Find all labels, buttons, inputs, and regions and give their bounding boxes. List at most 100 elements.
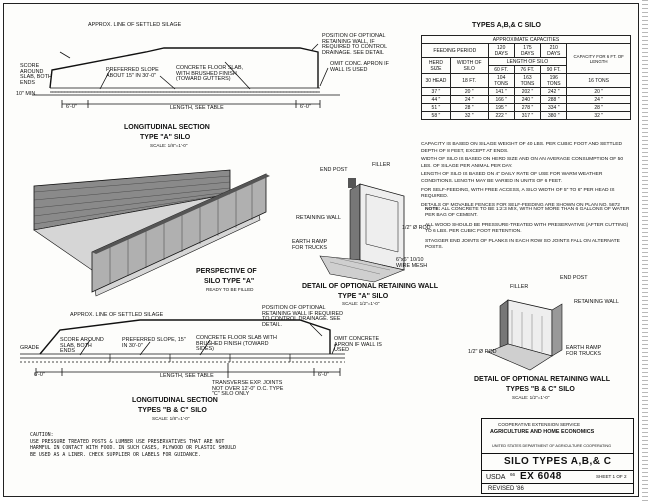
perspective-title: PERSPECTIVE OF (196, 268, 257, 275)
capacity-note: DETAILS OF MOVABLE FENCES FOR SELF-FEEDI… (421, 202, 621, 208)
capacity-sub-length-2: 76 FT. (513, 65, 542, 74)
section-bc-label-score: SCORE AROUND SLAB, BOTH ENDS (60, 337, 104, 355)
table-cell: 278 " (513, 103, 542, 112)
capacity-note: LENGTH OF SILO IS BASED ON 4" DAILY RATE… (421, 172, 603, 185)
capacity-sub-length-3: 90 FT. (540, 65, 568, 74)
general-notes-label: NOTE: (425, 207, 441, 212)
capacity-period-2: 175 DAYS (513, 43, 542, 58)
table-row: 51 " 28 " 195 " 278 " 334 " 28 " (421, 103, 631, 112)
perspective-subtitle: SILO TYPE "A" (204, 278, 255, 285)
detail-bc-label-filler: FILLER (510, 284, 529, 290)
table-cell: 141 " (487, 87, 515, 96)
section-bc-label-6ft-left: 6'-0" (34, 372, 45, 378)
title-block-revised: REVISED '86 (488, 486, 524, 492)
table-cell: 32 " (566, 111, 631, 120)
table-cell: 166 " (487, 95, 515, 104)
table-row: 37 " 20 " 141 " 202 " 242 " 20 " (421, 87, 631, 96)
table-cell: 30 HEAD (421, 73, 451, 88)
detail-bc-label-retaining: RETAINING WALL (574, 299, 619, 305)
table-cell: 20 " (566, 87, 631, 96)
caution-note: CAUTION: USE PRESSURE TREATED POSTS & LU… (30, 432, 240, 458)
detail-a-drawing (319, 178, 406, 283)
section-a-label-length: LENGTH, SEE TABLE (170, 105, 224, 111)
section-a-label-settled: APPROX. LINE OF SETTLED SILAGE (88, 22, 182, 28)
detail-a-scale: SCALE: 1/2"=1'-0" (342, 301, 380, 306)
title-block-plan-no: EX 6048 (520, 471, 562, 482)
perspective-note: READY TO BE FILLED (206, 287, 254, 292)
detail-bc-scale: SCALE: 1/2"=1'-0" (512, 395, 550, 400)
title-block-agency-2: AGRICULTURE AND HOME ECONOMICS (490, 429, 595, 435)
table-cell: 196 TONS (540, 73, 568, 88)
title-block: COOPERATIVE EXTENSION SERVICE AGRICULTUR… (481, 418, 634, 494)
table-cell: 334 " (540, 103, 568, 112)
capacity-heading: TYPES A,B,& C SILO (472, 22, 541, 29)
table-cell: 28 " (566, 103, 631, 112)
detail-a-label-filler: FILLER (372, 162, 391, 168)
table-cell: 44 " (421, 95, 451, 104)
detail-bc-title: DETAIL OF OPTIONAL RETAINING WALL (474, 376, 610, 383)
title-block-agency-3: UNITED STATES DEPARTMENT OF AGRICULTURE … (492, 444, 612, 448)
detail-bc-label-end-post: END POST (560, 275, 588, 281)
table-cell: 380 " (540, 111, 568, 120)
title-block-usda: USDA (486, 474, 506, 481)
section-bc-label-slope: PREFERRED SLOPE, 15" IN 30'-0" (122, 337, 186, 349)
perspective-drawing (33, 169, 270, 297)
detail-a-label-mesh: 6"x6" 10/10 WIRE MESH (396, 257, 428, 269)
title-block-plan-prefix: 66 (510, 472, 516, 477)
table-cell: 32 " (449, 111, 489, 120)
section-bc-label-6ft-right: 6'-0" (318, 372, 329, 378)
section-bc-scale: SCALE: 1/8"=1'-0" (152, 416, 190, 421)
table-row: 44 " 24 " 166 " 240 " 288 " 24 " (421, 95, 631, 104)
capacity-col-herd: HERD SIZE (421, 57, 451, 74)
table-cell: 222 " (487, 111, 515, 120)
title-block-drawing-title: SILO TYPES A,B,& C (504, 456, 612, 467)
section-bc-label-settled: APPROX. LINE OF SETTLED SILAGE (70, 312, 164, 318)
table-cell: 18 FT. (449, 73, 489, 88)
table-cell: 24 " (566, 95, 631, 104)
table-cell: 58 " (421, 111, 451, 120)
table-cell: 242 " (540, 87, 568, 96)
section-a-label-6ft-left: 6'-0" (66, 104, 77, 110)
detail-bc-drawing (487, 299, 563, 371)
section-bc-label-wall: POSITION OF OPTIONAL RETAINING WALL IF R… (262, 305, 343, 329)
general-note: ALL WOOD SHOULD BE PRESSURE-TREATED WITH… (425, 222, 629, 235)
section-a-label-score: SCORE AROUND SLAB, BOTH ENDS (20, 63, 52, 87)
capacity-note: WIDTH OF SILO IS BASED ON HERD SIZE AND … (421, 157, 624, 169)
detail-a-label-ramp: EARTH RAMP FOR TRUCKS (292, 239, 328, 251)
section-a-drawing (32, 43, 340, 108)
general-note: STAGGER END JOINTS OF PLANKS IN EACH ROW… (425, 238, 620, 250)
detail-a-label-rod: 1/2" Ø ROD (402, 225, 431, 231)
capacity-note: FOR SELF-FEEDING, WITH FREE ACCESS, A SI… (421, 187, 615, 200)
capacity-col-width: WIDTH OF SILO (449, 57, 489, 74)
table-row: 58 " 32 " 222 " 317 " 380 " 32 " (421, 111, 631, 120)
detail-bc-subtitle: TYPES "B & C" SILO (506, 386, 575, 393)
table-cell: 202 " (513, 87, 542, 96)
capacity-subheading: APPROXIMATE CAPACITIES (421, 35, 631, 44)
table-cell: 51 " (421, 103, 451, 112)
section-bc-title: LONGITUDINAL SECTION (132, 397, 218, 404)
detail-bc-label-rod: 1/2" Ø ROD (468, 349, 497, 355)
table-cell: 16 TONS (566, 73, 631, 88)
capacity-notes: CAPACITY IS BASED ON SILAGE WEIGHT OF 40… (421, 142, 631, 211)
section-bc-label-omit: OMIT CONCRETE APRON IF WALL IS USED (334, 336, 382, 354)
general-notes: NOTE: ALL CONCRETE TO BE 1:2:3 MIX, WITH… (425, 207, 630, 254)
section-a-label-slab: CONCRETE FLOOR SLAB, WITH BRUSHED FINISH… (176, 65, 244, 83)
caution-text: USE PRESSURE TREATED POSTS & LUMBER USE … (30, 438, 237, 458)
table-cell: 20 " (449, 87, 489, 96)
table-row: 30 HEAD 18 FT. 104 TONS 163 TONS 196 TON… (421, 73, 631, 88)
detail-a-label-retaining: RETAINING WALL (296, 215, 341, 221)
section-a-label-slope: PREFERRED SLOPE ABOUT 15" IN 30'-0" (106, 67, 159, 79)
section-bc-label-length: LENGTH, SEE TABLE (160, 373, 214, 379)
section-bc-label-grade: GRADE (20, 345, 40, 351)
detail-a-label-end-post: END POST (320, 167, 348, 173)
section-a-label-wall: POSITION OF OPTIONAL RETAINING WALL, IF … (322, 33, 387, 57)
section-a-title: LONGITUDINAL SECTION (124, 124, 210, 131)
table-cell: 37 " (421, 87, 451, 96)
caution-label: CAUTION: (30, 432, 54, 438)
capacity-note: CAPACITY IS BASED ON SILAGE WEIGHT OF 40… (421, 142, 623, 154)
capacity-period-3: 210 DAYS (540, 43, 568, 58)
table-cell: 288 " (540, 95, 568, 104)
section-a-label-min: 10" MIN. (16, 91, 37, 97)
title-block-sheet: SHEET 1 OF 2 (596, 474, 627, 479)
capacity-col-length: LENGTH OF SILO (487, 57, 568, 66)
